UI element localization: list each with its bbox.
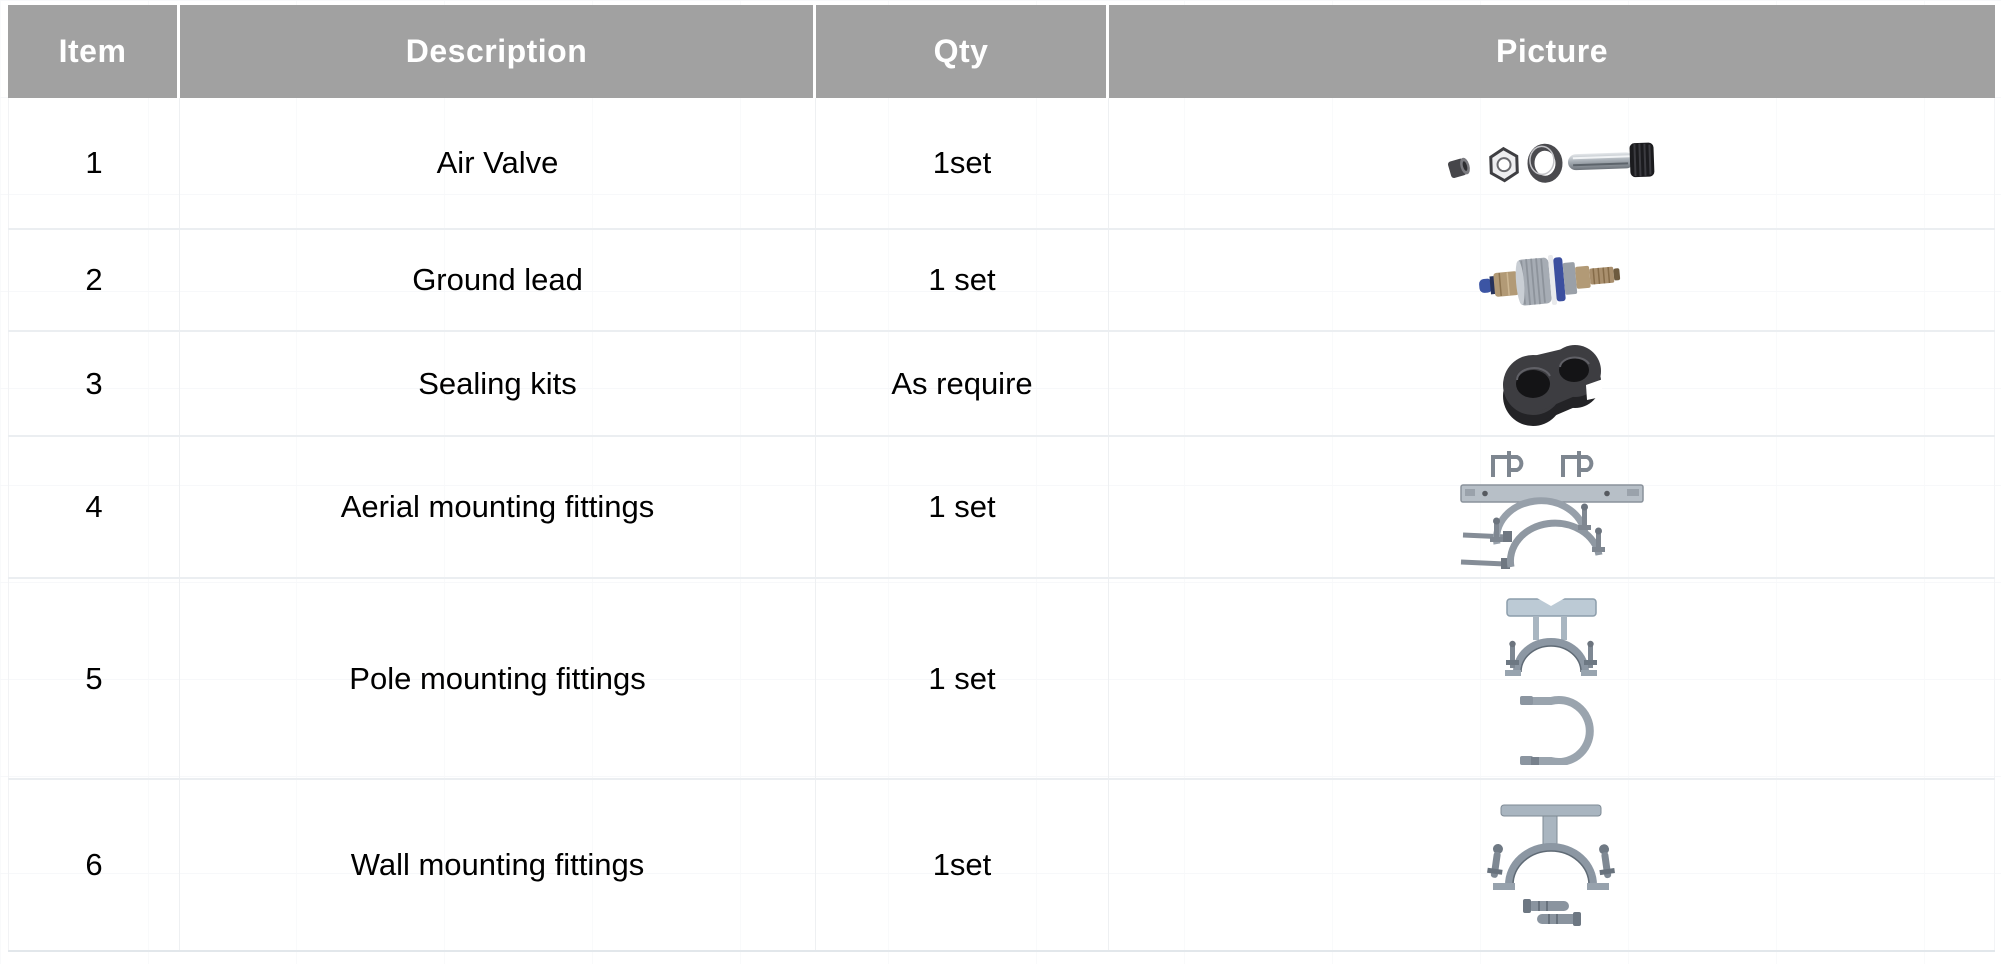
item-cell: 6 — [8, 780, 180, 950]
item-cell: 1 — [8, 98, 180, 228]
picture-cell — [1109, 230, 1995, 330]
qty-cell: 1 set — [816, 437, 1109, 577]
picture-cell — [1109, 98, 1995, 228]
aerial-mounting-fittings-photo — [1459, 451, 1644, 569]
header-qty: Qty — [816, 5, 1109, 98]
ground-lead-photo — [1478, 255, 1620, 306]
header-description: Description — [180, 5, 816, 98]
table-row-ground-lead: 2 Ground lead 1 set — [8, 230, 1995, 332]
description-cell: Pole mounting fittings — [180, 579, 816, 778]
description-cell: Ground lead — [180, 230, 816, 330]
table-row-wall-mounting: 6 Wall mounting fittings 1set — [8, 780, 1995, 952]
sealing-kits-photo — [1502, 344, 1603, 426]
qty-cell: 1 set — [816, 579, 1109, 778]
qty-cell: As require — [816, 332, 1109, 435]
item-cell: 3 — [8, 332, 180, 435]
item-cell: 4 — [8, 437, 180, 577]
item-cell: 2 — [8, 230, 180, 330]
table-row-sealing-kits: 3 Sealing kits As require — [8, 332, 1995, 437]
picture-cell — [1109, 437, 1995, 577]
table-row-air-valve: 1 Air Valve 1set — [8, 98, 1995, 230]
qty-cell: 1set — [816, 98, 1109, 228]
description-cell: Aerial mounting fittings — [180, 437, 816, 577]
qty-cell: 1set — [816, 780, 1109, 950]
table-row-aerial-mounting: 4 Aerial mounting fittings 1 set — [8, 437, 1995, 579]
wall-mounting-fittings-photo — [1487, 804, 1615, 926]
description-cell: Sealing kits — [180, 332, 816, 435]
header-item: Item — [8, 5, 180, 98]
qty-cell: 1 set — [816, 230, 1109, 330]
description-cell: Wall mounting fittings — [180, 780, 816, 950]
pole-mounting-fittings-photo — [1505, 597, 1597, 765]
table-row-pole-mounting: 5 Pole mounting fittings 1 set — [8, 579, 1995, 780]
picture-cell — [1109, 780, 1995, 950]
picture-cell — [1109, 332, 1995, 435]
packing-list-table: Item Description Qty Picture 1 Air Valve… — [8, 5, 1995, 952]
header-picture: Picture — [1109, 5, 1995, 98]
air-valve-photo — [1447, 142, 1654, 183]
table-header-row: Item Description Qty Picture — [8, 5, 1995, 98]
item-cell: 5 — [8, 579, 180, 778]
description-cell: Air Valve — [180, 98, 816, 228]
picture-cell — [1109, 579, 1995, 778]
